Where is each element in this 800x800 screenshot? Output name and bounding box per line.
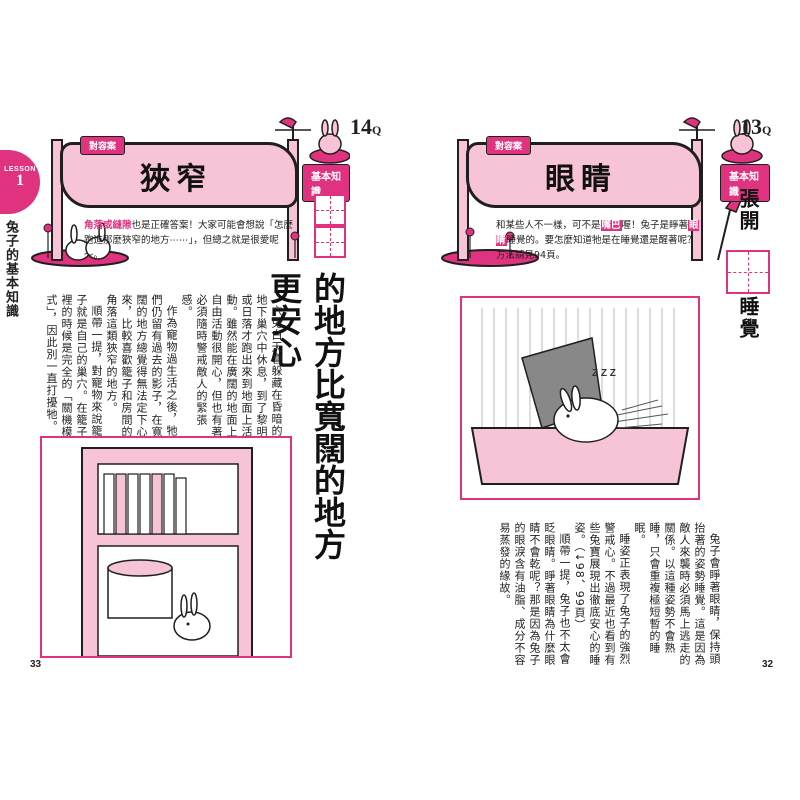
body-paragraph-1: 穴兔白天會躲藏在昏暗的地下巢穴中休息，到了黎明或日落才跑出來到地面上活動。雖然能…: [180, 294, 283, 438]
answer-grid-box-2: [314, 226, 346, 258]
lesson-label: LESSON: [4, 166, 36, 173]
answer-signboard-right: 眼睛 對容案 基本知識 13Q: [430, 110, 771, 270]
intro-c: 睡覺的。要怎麼知道牠是在睡覺還是醒著呢？方法請見94頁。: [496, 235, 697, 261]
body-paragraph-right-3: 順帶一提，兔子也不太會眨眼睛。睜著眼睛為什麼眼睛不會乾呢？那是因為兔子的眼淚含有…: [498, 522, 571, 666]
sub-title-bottom: 睡覺: [736, 296, 760, 340]
cage-illustration-frame: Z Z Z: [460, 296, 700, 500]
intro-rest: 也是正確答案！大家可能會想說「怎麼跑進那麼狹窄的地方⋯⋯」，但總之就是很愛呢～。: [84, 220, 294, 261]
answer-grid-box-1: [314, 194, 346, 226]
quiz-number-right: 13Q: [740, 114, 771, 140]
side-title: 兔子的基本知識: [3, 220, 18, 318]
body-text-right: 兔子會睜著眼睛，保持頭抬著的姿勢睡覺。這是因為敵人來襲時必須馬上逃走的關係。以這…: [496, 522, 722, 674]
sleep-zzz: Z Z Z: [592, 368, 616, 379]
sleeping-bunny-cage-illustration: [470, 308, 690, 485]
page-number-right: 32: [762, 659, 774, 670]
bookshelf-illustration-frame: [40, 436, 292, 658]
answer-grid-box-right: [726, 250, 770, 294]
answer-word: 狹窄: [140, 162, 212, 197]
body-paragraph-right-2: 睡姿正表現了兔子的強烈警戒心。不過最近也看到有些兔寶展現出徹底安心的睡姿。（↓9…: [573, 522, 631, 666]
intro-text-right: 和某些人不一樣，可不是嘴巴喔！兔子是睜著眼睛睡覺的。要怎麼知道牠是在睡覺還是醒著…: [496, 218, 704, 263]
page-number-left: 33: [30, 659, 42, 670]
body-paragraph-right-1: 兔子會睜著眼睛，保持頭抬著的姿勢睡覺。這是因為敵人來襲時必須馬上逃走的關係。以這…: [633, 522, 721, 666]
quiz-number-value-right: 13: [740, 114, 762, 139]
lesson-number: 1: [16, 172, 24, 189]
intro-a: 和某些人不一樣，可不是: [496, 220, 601, 231]
basic-knowledge-label-right: 基本知識: [720, 164, 770, 202]
left-page: LESSON 1 兔子的基本知識: [0, 110, 381, 670]
intro-highlight: 角落或縫隙: [84, 220, 132, 231]
intro-highlight-mouth: 嘴巴: [600, 220, 622, 231]
answer-word-right: 眼睛: [545, 162, 617, 197]
quiz-number: 14Q: [350, 114, 381, 140]
sub-title-top: 張開: [736, 188, 760, 232]
headline-vertical: 的地方比寬闊的地方更安心: [265, 272, 347, 560]
quiz-number-value: 14: [350, 114, 372, 139]
bookshelf-bunny-illustration: [81, 447, 253, 656]
quiz-number-suffix: Q: [372, 123, 382, 137]
answer-label-right: 對容案: [486, 136, 532, 155]
answer-label: 對容案: [80, 136, 126, 155]
answer-signboard: 狹窄 對容案 基本知識 14Q: [30, 110, 381, 270]
body-paragraph-3: 順帶一提，對寵物來說籠子就是自己的巢穴。在籠子裡的時候是完全的「關機模式」，因此…: [45, 294, 103, 438]
intro-b: 喔！兔子是睜著: [621, 220, 689, 231]
body-paragraph-2: 作為寵物過生活之後，牠們仍留有過去的影子，在寬闊的地方總覺得無法定下心來，比較喜…: [105, 294, 178, 438]
body-text: 穴兔白天會躲藏在昏暗的地下巢穴中休息，到了黎明或日落才跑出來到地面上活動。雖然能…: [45, 294, 284, 442]
quiz-number-suffix-right: Q: [762, 123, 772, 137]
intro-text: 角落或縫隙也是正確答案！大家可能會想說「怎麼跑進那麼狹窄的地方⋯⋯」，但總之就是…: [84, 218, 294, 263]
right-page: 眼睛 對容案 基本知識 13Q 張開 睡覺 和某些人不一樣，可不是嘴巴喔！兔子是…: [400, 0, 800, 800]
